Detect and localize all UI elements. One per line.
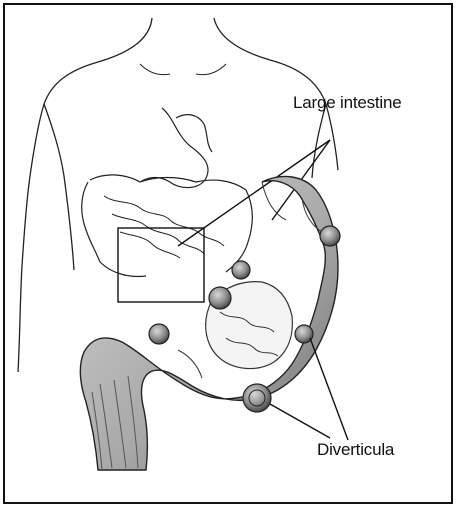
diverticulum-1 [320, 226, 340, 246]
label-diverticula: Diverticula [317, 440, 394, 460]
magnified-bowel [80, 176, 338, 470]
diverticulum-2 [232, 261, 250, 279]
digestive-organs [82, 108, 253, 276]
zoom-box [118, 228, 204, 302]
diverticulum-3 [209, 287, 231, 309]
diverticulum-4 [149, 324, 169, 344]
diverticulum-6 [243, 384, 271, 412]
label-large-intestine: Large intestine [293, 93, 402, 113]
